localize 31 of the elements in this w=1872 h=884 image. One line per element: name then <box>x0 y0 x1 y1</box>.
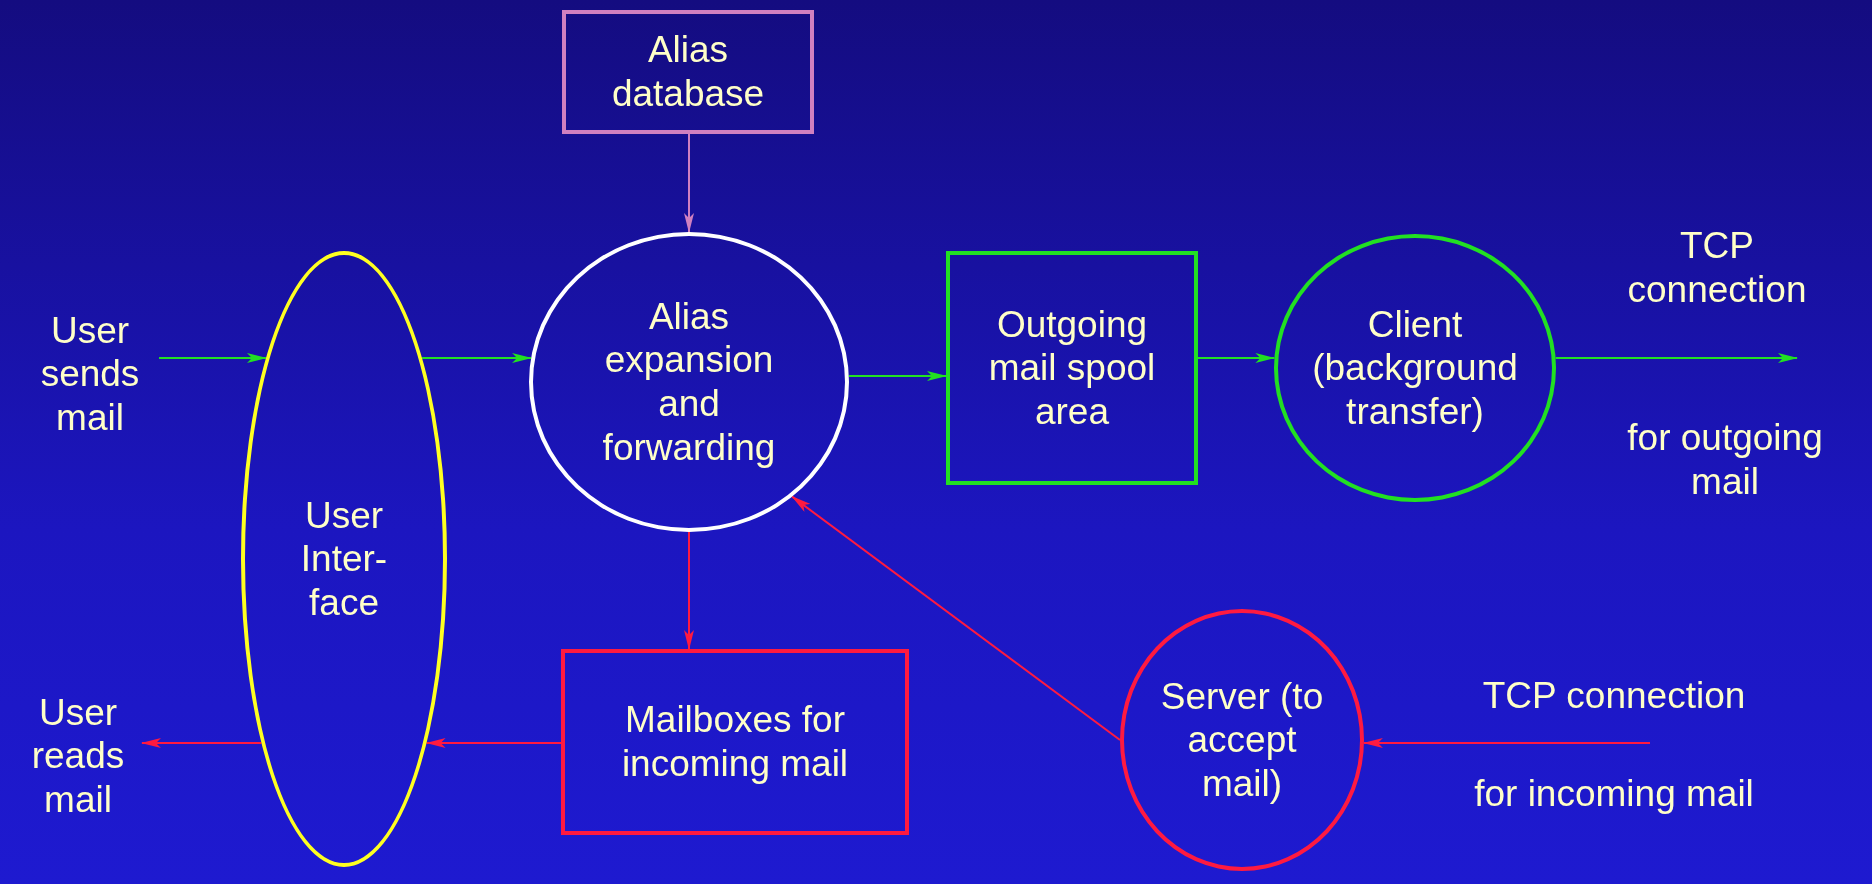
process-ellipse <box>241 251 447 867</box>
process-box <box>561 649 909 835</box>
arrow <box>1554 353 1798 363</box>
process-box <box>946 251 1198 485</box>
node-text: User sends mail <box>39 308 141 440</box>
arrow <box>425 738 562 748</box>
text-label: TCP connection <box>1626 224 1808 312</box>
arrow <box>158 353 267 363</box>
process-ellipse <box>529 232 849 532</box>
arrow <box>791 495 1121 741</box>
node-text: Client (background transfer) <box>1311 302 1519 434</box>
process-box <box>562 10 814 134</box>
text-label: for incoming mail <box>1473 772 1755 816</box>
arrow <box>141 738 263 748</box>
arrow <box>684 531 694 650</box>
arrow <box>1362 738 1651 748</box>
node-text: Server (to accept mail) <box>1159 674 1325 806</box>
node-text: Alias expansion and forwarding <box>601 294 777 470</box>
process-ellipse <box>1120 609 1364 871</box>
node-text: Alias database <box>610 28 766 116</box>
node-text: User Inter- face <box>299 493 389 625</box>
node-text: Outgoing mail spool area <box>987 302 1157 434</box>
text-label: for outgoing mail <box>1626 416 1824 504</box>
text-label: TCP connection <box>1481 674 1747 718</box>
arrow <box>847 371 947 381</box>
node-text: User reads mail <box>30 690 126 822</box>
arrow <box>684 133 694 233</box>
process-ellipse <box>1274 234 1556 502</box>
arrow <box>421 353 533 363</box>
arrow <box>1197 353 1276 363</box>
node-text: Mailboxes for incoming mail <box>620 698 850 786</box>
